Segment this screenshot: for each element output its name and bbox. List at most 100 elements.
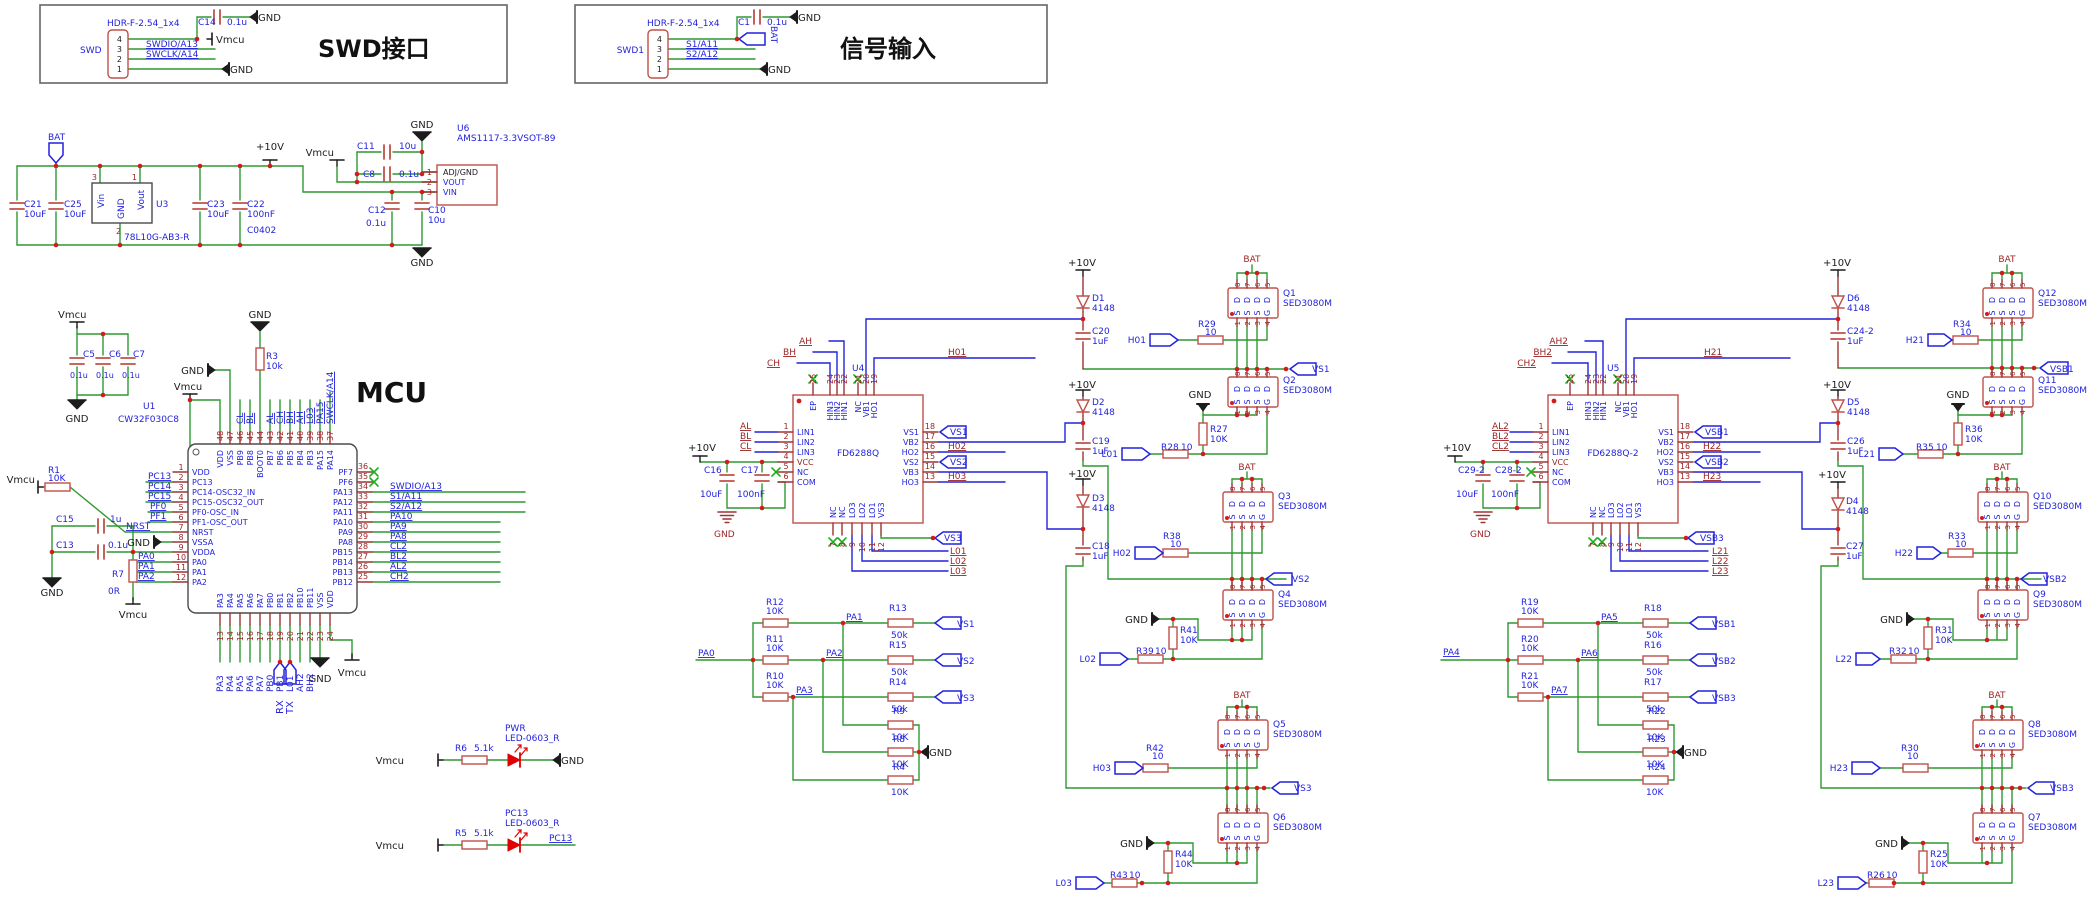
text-label[interactable]: PA7 — [256, 675, 266, 692]
text-label[interactable]: D — [1243, 297, 1252, 303]
text-label[interactable]: PA5 — [1601, 613, 1618, 623]
net-port-icon[interactable] — [1837, 876, 1868, 890]
text-label[interactable]: SED3080M — [1273, 823, 1322, 833]
ground-icon[interactable] — [1197, 403, 1209, 412]
resistor[interactable] — [1137, 654, 1164, 664]
text-label[interactable]: 2 — [1234, 846, 1242, 850]
text-label[interactable]: 8 — [1229, 487, 1237, 491]
text-label[interactable]: 11 — [1625, 542, 1634, 552]
text-label[interactable]: RX — [275, 700, 286, 714]
text-label[interactable]: LIN2 — [797, 438, 815, 447]
text-label[interactable]: 0.1u — [767, 18, 787, 28]
wire[interactable] — [189, 399, 221, 433]
text-label[interactable]: PA0 — [698, 649, 715, 659]
text-label[interactable]: 10 — [1170, 540, 1182, 550]
text-label[interactable]: CW32F030C8 — [118, 415, 179, 425]
diode[interactable] — [1830, 399, 1846, 414]
text-label[interactable]: VB2 — [903, 438, 919, 447]
diode[interactable] — [1830, 295, 1846, 310]
text-label[interactable]: 10k — [266, 362, 283, 372]
text-label[interactable]: 8 — [1979, 715, 1987, 719]
text-label[interactable]: C23 — [207, 200, 225, 210]
text-label[interactable]: S — [1998, 742, 2007, 747]
text-label[interactable]: 29 — [358, 532, 368, 541]
text-label[interactable]: Vmcu — [376, 756, 404, 767]
text-label[interactable]: 2 — [1999, 321, 2007, 325]
text-label[interactable]: GND — [561, 756, 584, 767]
no-connect-icon[interactable] — [837, 537, 847, 547]
text-label[interactable]: 33 — [358, 492, 368, 501]
text-label[interactable]: PA1 — [846, 613, 863, 623]
text-label[interactable]: 40 — [296, 431, 305, 441]
text-label[interactable]: S — [1253, 399, 1262, 404]
text-label[interactable]: 17 — [925, 432, 935, 441]
text-label[interactable]: 7 — [1234, 808, 1242, 812]
text-label[interactable]: R27 — [1210, 425, 1228, 435]
resistor[interactable] — [461, 755, 488, 765]
text-label[interactable]: R36 — [1965, 425, 1983, 435]
net-port-icon[interactable] — [1099, 652, 1130, 666]
text-label[interactable]: 1 — [1989, 410, 1997, 414]
text-label[interactable]: 0.1u — [96, 371, 114, 380]
text-label[interactable]: 2 — [1538, 432, 1543, 441]
text-label[interactable]: 7 — [1239, 487, 1247, 491]
text-label[interactable]: PC13 — [549, 834, 572, 844]
text-label[interactable]: +10V — [1823, 258, 1851, 269]
text-label[interactable]: Q12 — [2038, 289, 2057, 299]
text-label[interactable]: VSB2 — [2043, 575, 2067, 585]
text-label[interactable]: VDD — [326, 590, 335, 608]
text-label[interactable]: 10K — [891, 733, 909, 743]
text-label[interactable]: 10 — [176, 553, 186, 562]
text-label[interactable]: 32 — [358, 502, 368, 511]
text-label[interactable]: 1 — [427, 168, 432, 177]
text-label[interactable]: +10V — [1068, 258, 1096, 269]
text-label[interactable]: GND — [181, 366, 204, 377]
text-label[interactable]: 1 — [657, 65, 662, 74]
text-label[interactable]: PB5 — [286, 450, 295, 465]
text-label[interactable]: 4 — [1254, 845, 1262, 850]
resistor[interactable] — [1642, 618, 1669, 628]
text-label[interactable]: 1 — [132, 173, 137, 182]
text-label[interactable]: LIN1 — [1552, 428, 1570, 437]
text-label[interactable]: 3 — [1244, 846, 1252, 850]
text-label[interactable]: C15 — [56, 515, 74, 525]
text-label[interactable]: 10K — [766, 681, 784, 691]
text-label[interactable]: 4 — [2014, 524, 2022, 529]
text-label[interactable]: 19 — [1630, 374, 1639, 384]
text-label[interactable]: 10K — [1210, 435, 1228, 445]
text-label[interactable]: VSB3 — [1712, 694, 1736, 704]
text-label[interactable]: R32 — [1889, 647, 1907, 657]
text-label[interactable]: AL — [266, 413, 276, 424]
text-label[interactable]: 50k — [891, 631, 908, 641]
text-label[interactable]: 0.1u — [227, 18, 247, 28]
mosfet[interactable] — [1222, 589, 1274, 621]
net-port-icon[interactable] — [283, 660, 297, 685]
text-label[interactable]: 10 — [1936, 443, 1948, 453]
ground-icon[interactable] — [153, 536, 162, 548]
resistor[interactable] — [128, 559, 138, 583]
text-label[interactable]: H01 — [1128, 336, 1146, 346]
text-label[interactable]: 2 — [1244, 410, 1252, 414]
wire[interactable] — [1136, 850, 1258, 884]
text-label[interactable]: D2 — [1092, 398, 1105, 408]
text-label[interactable]: L22 — [1836, 655, 1852, 665]
text-label[interactable]: 8 — [1984, 585, 1992, 589]
text-label[interactable]: VS3 — [957, 694, 975, 704]
text-label[interactable]: Q4 — [1278, 590, 1291, 600]
text-label[interactable]: D — [1998, 386, 2007, 392]
text-label[interactable]: HO2 — [1657, 448, 1674, 457]
text-label[interactable]: C14 — [198, 18, 216, 28]
text-label[interactable]: 6 — [1999, 807, 2007, 812]
text-label[interactable]: BL2 — [1492, 432, 1509, 442]
text-label[interactable]: 12 — [877, 542, 886, 552]
ground-icon[interactable] — [1906, 613, 1915, 625]
led-arrow-icon[interactable] — [520, 747, 528, 756]
text-label[interactable]: 3 — [178, 483, 183, 492]
text-label[interactable]: 4 — [2014, 622, 2022, 627]
resistor[interactable] — [1947, 548, 1974, 558]
wire[interactable] — [1222, 325, 1268, 341]
led[interactable] — [507, 838, 522, 852]
text-label[interactable]: PA7 — [256, 593, 265, 608]
text-label[interactable]: 5 — [1264, 372, 1272, 376]
text-label[interactable]: D — [1978, 822, 1987, 828]
